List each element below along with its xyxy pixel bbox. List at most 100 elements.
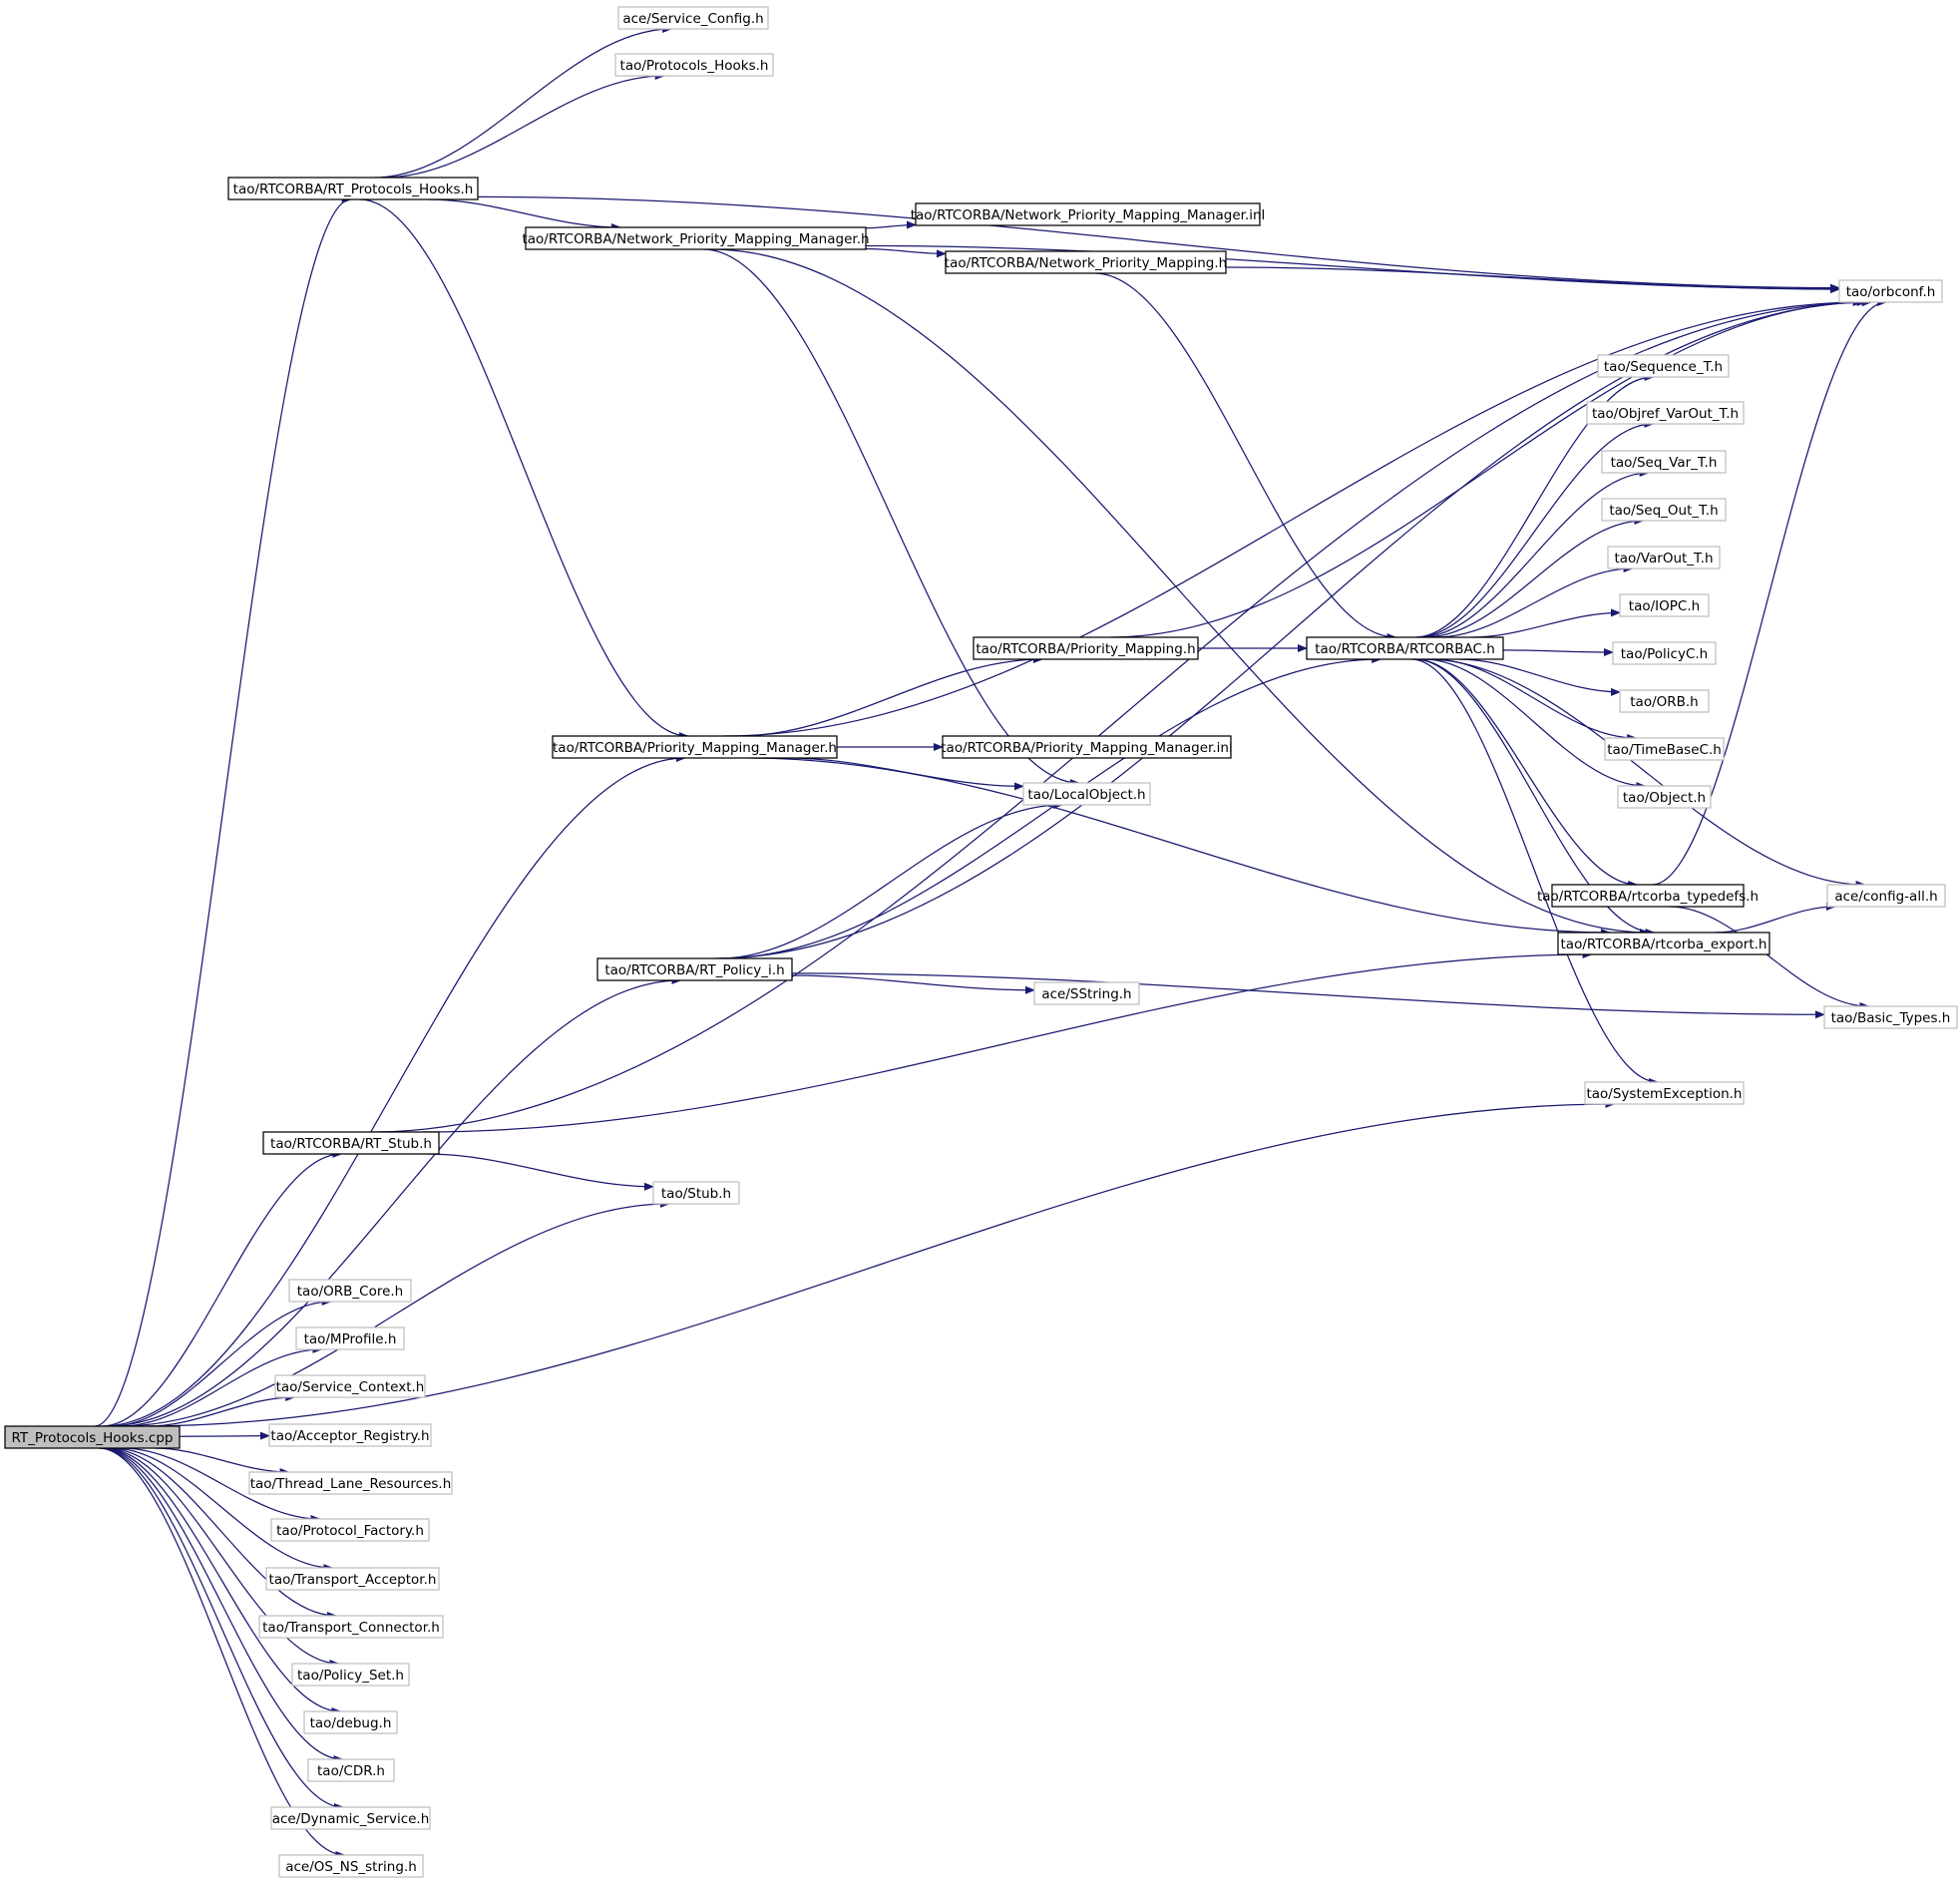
edge-typedefs-to-basictypes bbox=[1669, 906, 1870, 1010]
edge-rtpolicy-to-basictypes bbox=[791, 972, 1825, 1019]
node-orbcore[interactable]: tao/ORB_Core.h bbox=[288, 1279, 412, 1303]
node-stub[interactable]: tao/Stub.h bbox=[652, 1181, 740, 1205]
node-policyc[interactable]: tao/PolicyC.h bbox=[1612, 641, 1717, 665]
node-cdr[interactable]: tao/CDR.h bbox=[307, 1758, 395, 1782]
edge-rtcorbac-to-sysexc bbox=[1410, 658, 1660, 1086]
edge-root-to-osns bbox=[99, 1447, 346, 1859]
node-timebase[interactable]: tao/TimeBaseC.h bbox=[1604, 737, 1725, 761]
node-npmm_inl[interactable]: tao/RTCORBA/Network_Priority_Mapping_Man… bbox=[911, 202, 1266, 226]
node-orb[interactable]: tao/ORB.h bbox=[1619, 689, 1710, 713]
node-label: tao/Stub.h bbox=[661, 1186, 731, 1202]
edge-root-to-orbcore bbox=[111, 1298, 332, 1427]
node-npmm[interactable]: tao/RTCORBA/Network_Priority_Mapping_Man… bbox=[522, 226, 870, 250]
edge-rtcorbac-to-orb bbox=[1458, 658, 1621, 696]
node-basictypes[interactable]: tao/Basic_Types.h bbox=[1823, 1005, 1958, 1029]
edge-rtstub-to-orbconf bbox=[370, 298, 1872, 1133]
node-box bbox=[1584, 1081, 1745, 1105]
edge-rtcorbac-to-objref bbox=[1416, 420, 1655, 638]
node-box bbox=[4, 1425, 181, 1449]
edge-root-to-debug bbox=[102, 1447, 342, 1715]
node-label: tao/Transport_Connector.h bbox=[262, 1620, 440, 1636]
node-box bbox=[270, 1806, 431, 1830]
node-orbconf[interactable]: tao/orbconf.h bbox=[1838, 279, 1943, 303]
edge-rtph-to-pmm bbox=[359, 198, 689, 740]
node-label: tao/Seq_Var_T.h bbox=[1611, 455, 1718, 471]
node-seqT[interactable]: tao/Sequence_T.h bbox=[1597, 354, 1730, 378]
node-label: tao/Object.h bbox=[1623, 790, 1706, 806]
node-root: RT_Protocols_Hooks.cpp bbox=[4, 1425, 181, 1449]
edge-root-to-rtstub bbox=[102, 1150, 343, 1427]
node-label: tao/RTCORBA/RT_Policy_i.h bbox=[604, 962, 784, 978]
node-dynsvc[interactable]: ace/Dynamic_Service.h bbox=[270, 1806, 431, 1830]
node-pmm[interactable]: tao/RTCORBA/Priority_Mapping_Manager.h bbox=[552, 735, 838, 759]
edge-rtcorbac-to-timebase bbox=[1432, 658, 1638, 742]
node-localobj[interactable]: tao/LocalObject.h bbox=[1022, 782, 1151, 806]
node-configall[interactable]: ace/config-all.h bbox=[1826, 884, 1946, 908]
node-svcctx[interactable]: tao/Service_Context.h bbox=[274, 1374, 426, 1398]
node-typedefs[interactable]: tao/RTCORBA/rtcorba_typedefs.h bbox=[1537, 884, 1759, 908]
node-label: tao/LocalObject.h bbox=[1027, 787, 1145, 803]
node-protohooks[interactable]: tao/Protocols_Hooks.h bbox=[614, 53, 774, 77]
node-box bbox=[552, 735, 838, 759]
node-debug[interactable]: tao/debug.h bbox=[303, 1710, 398, 1734]
node-mprofile[interactable]: tao/MProfile.h bbox=[295, 1326, 405, 1350]
node-label: tao/RTCORBA/Priority_Mapping_Manager.inl bbox=[941, 740, 1232, 756]
node-label: ace/Service_Config.h bbox=[622, 11, 763, 27]
edge-rtcorbac-to-varout bbox=[1435, 565, 1634, 638]
edge-root-to-rtph bbox=[94, 195, 352, 1427]
node-policyset[interactable]: tao/Policy_Set.h bbox=[291, 1663, 410, 1687]
node-box bbox=[1607, 546, 1721, 569]
node-box bbox=[1033, 981, 1140, 1005]
node-rtcorbac[interactable]: tao/RTCORBA/RTCORBAC.h bbox=[1306, 636, 1504, 660]
node-objref[interactable]: tao/Objref_VarOut_T.h bbox=[1586, 401, 1745, 425]
node-box bbox=[278, 1854, 424, 1878]
edge-rtpolicy-to-localobj bbox=[719, 801, 1063, 959]
node-label: ace/OS_NS_string.h bbox=[285, 1859, 417, 1875]
node-label: tao/Thread_Lane_Resources.h bbox=[250, 1476, 452, 1492]
node-acceptorreg[interactable]: tao/Acceptor_Registry.h bbox=[268, 1423, 432, 1447]
node-rtph[interactable]: tao/RTCORBA/RT_Protocols_Hooks.h bbox=[227, 177, 479, 200]
node-label: ace/SString.h bbox=[1041, 986, 1131, 1002]
node-seqout[interactable]: tao/Seq_Out_T.h bbox=[1601, 498, 1727, 522]
edge-npmm-to-npmm_inl bbox=[865, 220, 917, 229]
edge-rtstub-to-export bbox=[423, 950, 1593, 1133]
node-label: RT_Protocols_Hooks.cpp bbox=[12, 1430, 174, 1446]
node-prio_map[interactable]: tao/RTCORBA/Priority_Mapping.h bbox=[973, 636, 1199, 660]
node-label: tao/RTCORBA/Network_Priority_Mapping_Man… bbox=[522, 231, 869, 247]
edge-rtph-to-orbconf bbox=[477, 195, 1840, 292]
node-iopc[interactable]: tao/IOPC.h bbox=[1619, 593, 1710, 617]
node-transconn[interactable]: tao/Transport_Connector.h bbox=[258, 1615, 444, 1639]
node-protofactory[interactable]: tao/Protocol_Factory.h bbox=[270, 1518, 430, 1542]
node-label: tao/RTCORBA/rtcorba_typedefs.h bbox=[1537, 889, 1759, 905]
node-sysexc[interactable]: tao/SystemException.h bbox=[1584, 1081, 1745, 1105]
edge-rtcorbac-to-iopc bbox=[1470, 608, 1621, 638]
node-object[interactable]: tao/Object.h bbox=[1617, 785, 1712, 809]
node-label: tao/Protocol_Factory.h bbox=[276, 1523, 424, 1539]
node-box bbox=[1619, 689, 1710, 713]
node-box bbox=[1306, 636, 1504, 660]
node-label: tao/Transport_Acceptor.h bbox=[269, 1572, 437, 1588]
node-box bbox=[942, 735, 1232, 759]
node-box bbox=[1601, 498, 1727, 522]
edge-rtcorbac-to-export bbox=[1414, 658, 1656, 937]
node-box bbox=[973, 636, 1199, 660]
edge-typedefs-to-orbconf bbox=[1652, 298, 1888, 886]
node-svccfg[interactable]: ace/Service_Config.h bbox=[617, 6, 769, 30]
node-layer: RT_Protocols_Hooks.cpp ace/Service_Config… bbox=[4, 6, 1958, 1878]
node-export[interactable]: tao/RTCORBA/rtcorba_export.h bbox=[1557, 932, 1770, 955]
edge-rtpolicy-to-orbconf bbox=[713, 298, 1873, 959]
node-varout[interactable]: tao/VarOut_T.h bbox=[1607, 546, 1721, 569]
node-rtstub[interactable]: tao/RTCORBA/RT_Stub.h bbox=[262, 1131, 440, 1155]
node-transacc[interactable]: tao/Transport_Acceptor.h bbox=[265, 1567, 440, 1591]
node-box bbox=[1612, 641, 1717, 665]
node-threadlane[interactable]: tao/Thread_Lane_Resources.h bbox=[248, 1471, 453, 1495]
node-rtpolicy[interactable]: tao/RTCORBA/RT_Policy_i.h bbox=[596, 957, 793, 981]
node-label: ace/Dynamic_Service.h bbox=[272, 1811, 430, 1827]
node-sstring[interactable]: ace/SString.h bbox=[1033, 981, 1140, 1005]
edge-root-to-policyset bbox=[104, 1447, 340, 1668]
edge-export-to-configall bbox=[1715, 903, 1836, 934]
node-osns[interactable]: ace/OS_NS_string.h bbox=[278, 1854, 424, 1878]
node-npm[interactable]: tao/RTCORBA/Network_Priority_Mapping.h bbox=[945, 250, 1227, 274]
node-seqvar[interactable]: tao/Seq_Var_T.h bbox=[1601, 450, 1727, 474]
node-pmm_inl[interactable]: tao/RTCORBA/Priority_Mapping_Manager.inl bbox=[941, 735, 1233, 759]
